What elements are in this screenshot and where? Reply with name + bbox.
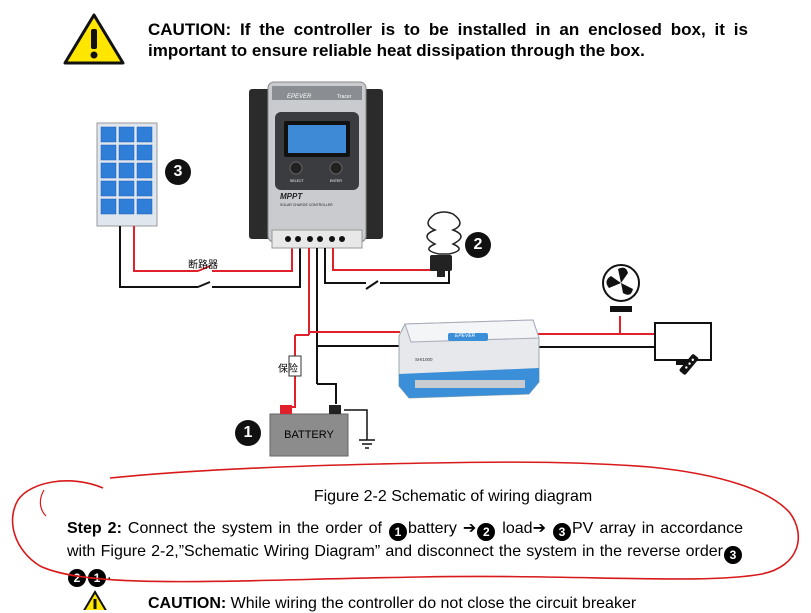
circled-1: 1 — [388, 523, 407, 541]
figure-caption: Figure 2-2 Schematic of wiring diagram — [313, 488, 593, 505]
badge-pv: 3 — [165, 159, 191, 185]
circled-3: 3 — [552, 523, 571, 541]
warning-icon — [63, 13, 125, 65]
controller-enter-label: ENTER — [330, 179, 342, 183]
controller-mppt: MPPT — [280, 192, 303, 201]
inverter-brand: EPEVER — [455, 333, 476, 339]
step-label: Step 2: — [67, 520, 122, 537]
fan — [602, 264, 640, 312]
bottom-caution-keyword: CAUTION: — [148, 595, 227, 612]
step-load: load — [496, 520, 533, 537]
arrow-icon: ➔ — [532, 520, 546, 537]
step-text-intro: Connect the system in the order of — [121, 520, 388, 537]
controller-subtitle: SOLAR CHARGE CONTROLLER — [280, 203, 333, 207]
caution-paragraph: CAUTION: If the controller is to be inst… — [148, 19, 748, 61]
badge-battery: 1 — [235, 420, 261, 446]
step-paragraph: Step 2: Connect the system in the order … — [67, 518, 743, 587]
controller-select-label: SELECT — [290, 179, 304, 183]
bottom-caution-text: While wiring the controller do not close… — [226, 595, 637, 612]
warning-icon-bottom — [83, 590, 107, 610]
caution-keyword: CAUTION: — [148, 20, 232, 39]
controller-model: Tracer — [337, 94, 352, 100]
tv — [654, 322, 712, 375]
caution-body: If the controller is to be installed in … — [148, 20, 748, 60]
arrow-icon: ➔ — [462, 520, 477, 537]
reverse-circled-2: 2 — [68, 569, 86, 587]
reverse-circled-3: 3 — [724, 546, 742, 564]
bottom-caution: CAUTION: While wiring the controller do … — [148, 595, 636, 613]
fuse-label: 保险 — [278, 364, 298, 375]
inverter — [398, 319, 540, 399]
battery — [269, 405, 349, 457]
battery-label: BATTERY — [284, 429, 334, 441]
pv-panel — [96, 122, 158, 227]
badge-load: 2 — [465, 232, 491, 258]
circled-2: 2 — [477, 523, 496, 541]
inverter-model: SHI1000 — [415, 357, 433, 362]
breaker-label: 断路器 — [188, 260, 218, 271]
wiring-diagram — [96, 81, 712, 457]
reverse-circled-1: 1 — [88, 569, 106, 587]
charge-controller — [249, 81, 383, 249]
controller-brand: EPEVER — [287, 94, 312, 100]
load-bulb — [426, 211, 462, 277]
step-battery: battery — [407, 520, 463, 537]
step-end: . — [107, 566, 112, 583]
